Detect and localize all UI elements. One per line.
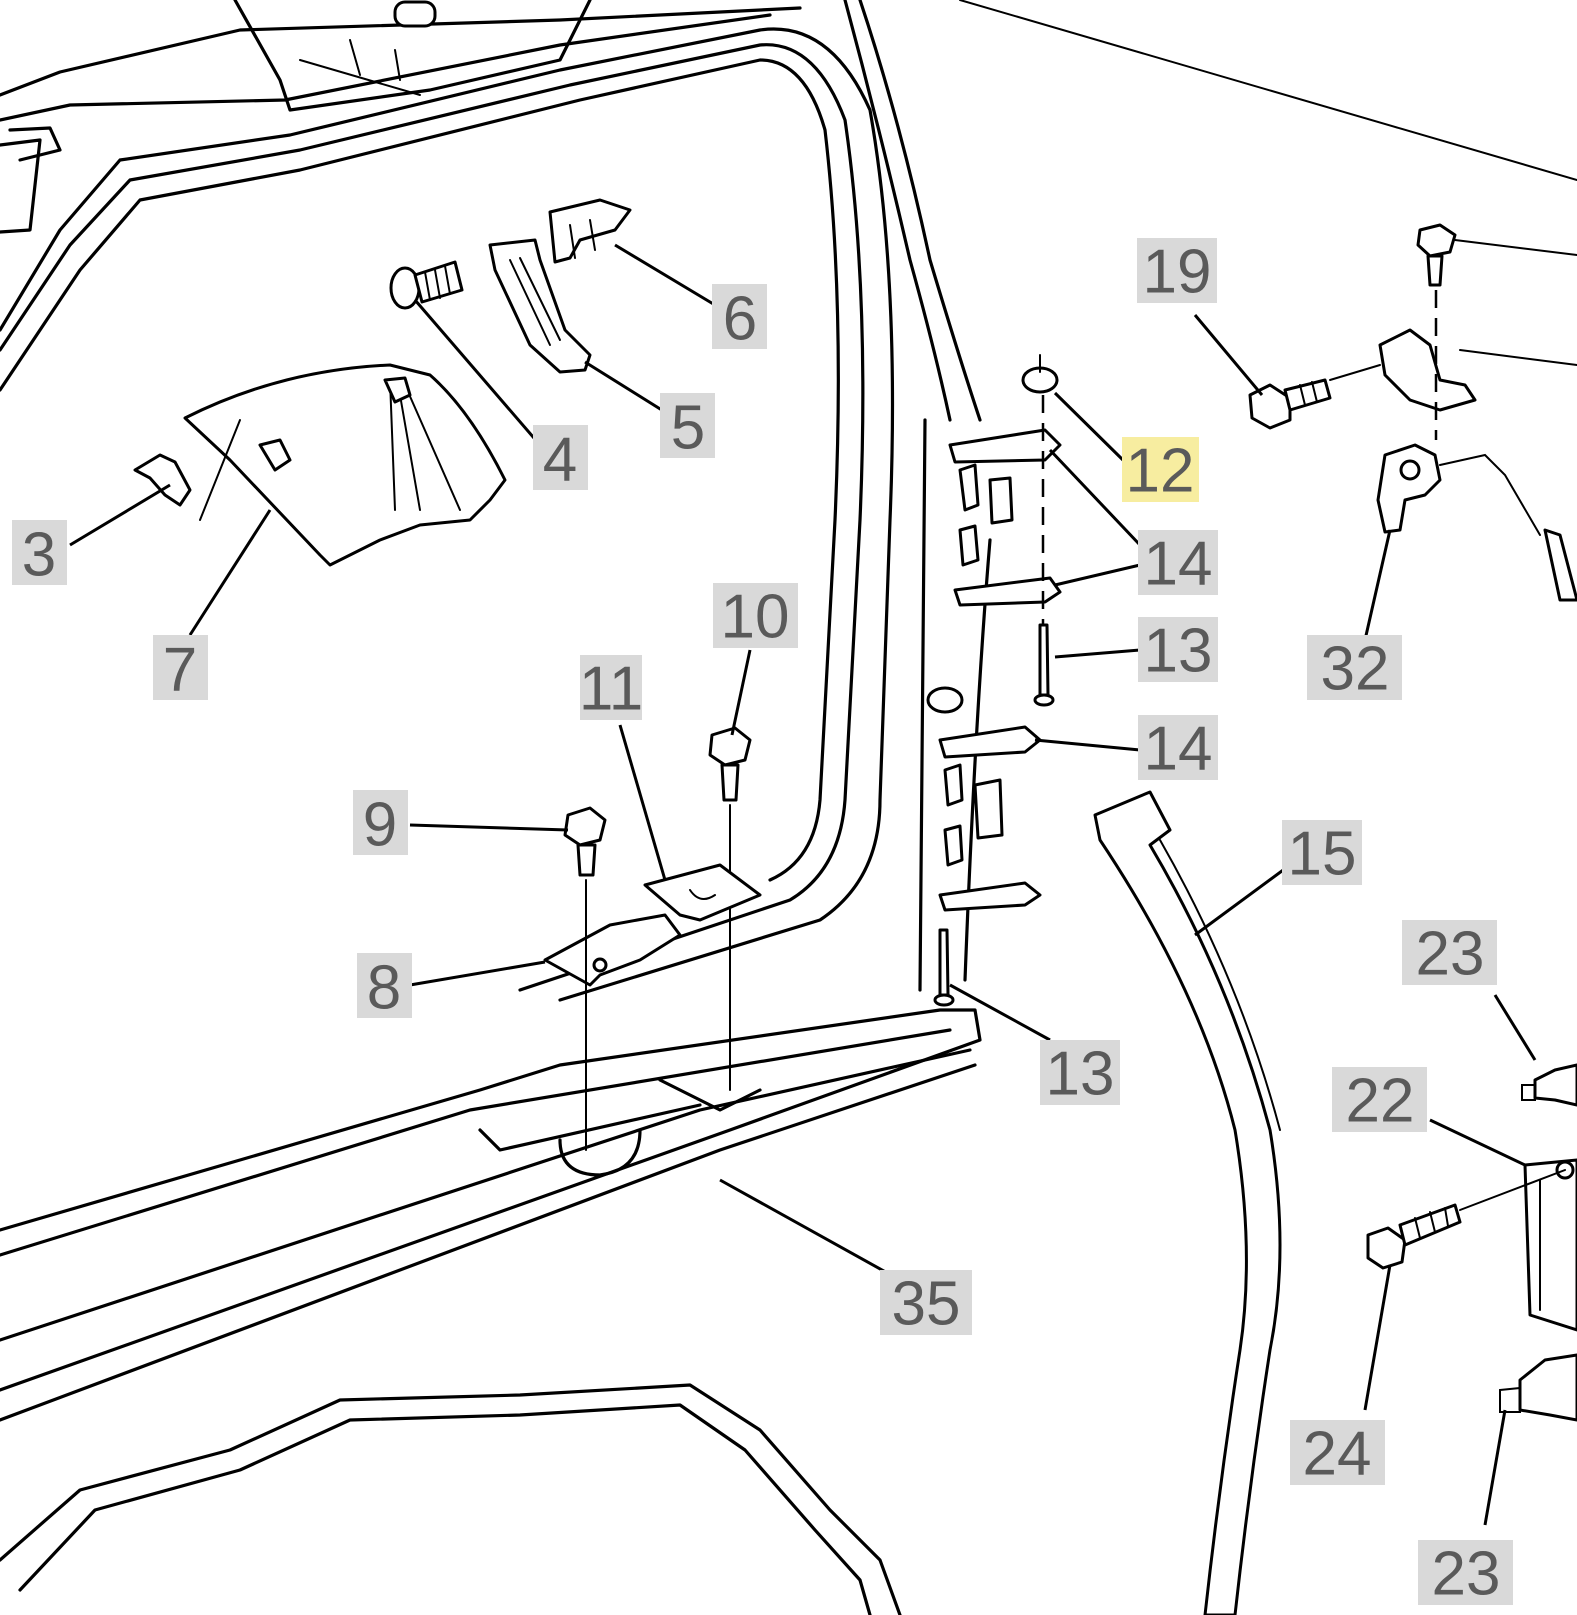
callout-7: 7 [153, 635, 208, 705]
callout-13-upper: 13 [1138, 617, 1218, 686]
callout-22: 22 [1332, 1067, 1427, 1136]
part-23-plug-lower [1499, 1353, 1577, 1422]
part-4-screw [389, 260, 464, 310]
part-9-bolt [563, 806, 607, 1151]
part-12-washer [926, 354, 1059, 714]
callouts: 3 4 5 6 7 8 9 10 [12, 238, 1513, 1609]
callout-32-label: 32 [1321, 635, 1390, 704]
callout-4: 4 [533, 425, 588, 495]
part-5-bracket [488, 238, 592, 374]
callout-13-upper-label: 13 [1144, 617, 1213, 686]
callout-24-label: 24 [1303, 1420, 1372, 1489]
part-32-striker [1376, 443, 1577, 602]
callout-11-label: 11 [579, 655, 643, 724]
part-11-plate [643, 863, 762, 922]
callout-15-label: 15 [1288, 820, 1357, 889]
callout-4-label: 4 [543, 426, 577, 495]
callout-9: 9 [353, 790, 408, 860]
callout-7-label: 7 [163, 636, 197, 705]
callout-23-upper: 23 [1402, 920, 1497, 989]
part-13-pin [933, 623, 1055, 1007]
part-23-plug-upper [1521, 1063, 1577, 1107]
part-6-clip [548, 198, 632, 264]
part-24-bolt [1366, 1169, 1566, 1270]
latch-assembly [1329, 223, 1577, 440]
callout-5: 5 [660, 393, 715, 463]
callout-3: 3 [12, 520, 67, 590]
callout-35-label: 35 [892, 1270, 961, 1339]
callout-6-label: 6 [723, 285, 757, 354]
callout-8: 8 [357, 953, 412, 1023]
callout-23-upper-label: 23 [1416, 920, 1485, 989]
callout-14-top-label: 14 [1144, 530, 1213, 599]
callout-19: 19 [1137, 238, 1217, 307]
callout-35: 35 [880, 1270, 972, 1339]
callout-12: 12 [1122, 437, 1199, 506]
part-15-weatherstrip [1093, 790, 1282, 1615]
part-8-strap [543, 913, 682, 987]
callout-23-lower-label: 23 [1432, 1540, 1501, 1609]
part-14-hinge-upper [938, 395, 1062, 912]
callout-13-lower: 13 [1040, 1040, 1120, 1109]
callout-24: 24 [1290, 1420, 1385, 1489]
part-10-bolt [708, 726, 752, 1091]
callout-6: 6 [712, 284, 767, 354]
callout-3-label: 3 [22, 521, 56, 590]
callout-22-label: 22 [1346, 1067, 1415, 1136]
part-22-hinge [1523, 1158, 1577, 1332]
callout-10: 10 [713, 583, 798, 652]
callout-23-lower: 23 [1418, 1540, 1513, 1609]
callout-5-label: 5 [671, 394, 705, 463]
callout-14-middle-label: 14 [1144, 715, 1213, 784]
callout-10-label: 10 [721, 583, 790, 652]
callout-8-label: 8 [367, 954, 401, 1023]
part-7-trim-panel [183, 363, 507, 567]
callout-14-top: 14 [1138, 530, 1218, 599]
callout-9-label: 9 [363, 791, 397, 860]
callout-32: 32 [1307, 635, 1402, 704]
callout-19-label: 19 [1143, 238, 1212, 307]
part-19-bolt [1248, 378, 1332, 430]
callout-12-label: 12 [1126, 437, 1195, 506]
leader-lines [69, 243, 1537, 1526]
callout-14-middle: 14 [1138, 715, 1218, 784]
callout-11: 11 [579, 655, 643, 724]
callout-15: 15 [1282, 820, 1362, 889]
callout-13-lower-label: 13 [1046, 1040, 1115, 1109]
part-3-clip [133, 453, 192, 507]
